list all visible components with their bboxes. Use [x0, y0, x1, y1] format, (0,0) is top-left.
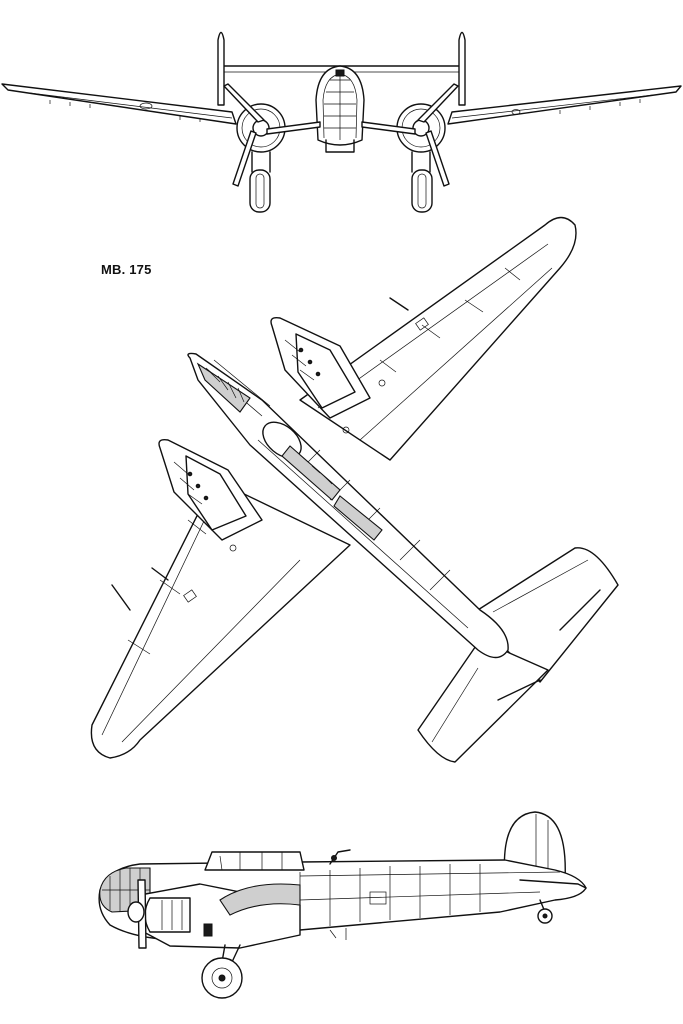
- side-view: [98, 811, 587, 999]
- front-view: [1, 31, 682, 213]
- top-view: [90, 216, 619, 763]
- model-label: MB. 175: [101, 262, 152, 277]
